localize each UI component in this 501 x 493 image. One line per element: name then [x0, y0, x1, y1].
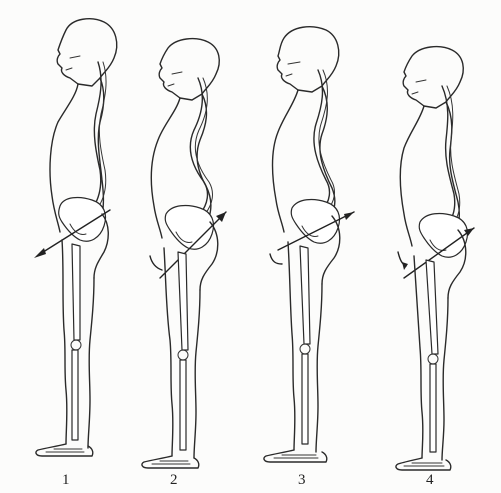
figure-3: 3 [264, 27, 354, 488]
leg-back [442, 298, 448, 460]
figure-label-4: 4 [426, 472, 434, 488]
leg-back [316, 284, 322, 452]
leg-front [414, 256, 423, 458]
head-outline [403, 47, 463, 108]
leg-front [62, 240, 67, 444]
figure-label-3: 3 [298, 472, 306, 488]
leg-back [88, 278, 94, 448]
head-outline [57, 19, 117, 86]
torso-back [197, 94, 211, 220]
figure-4: 4 [396, 47, 474, 488]
foot [264, 450, 327, 462]
head-outline [159, 39, 219, 100]
figure-1: 1 [34, 19, 117, 488]
leg-front [164, 248, 173, 456]
figure-label-2: 2 [170, 472, 178, 488]
spine [190, 78, 207, 214]
leg-front [288, 242, 295, 450]
head-outline [277, 27, 339, 92]
leg-back [194, 290, 200, 458]
figure-label-1: 1 [62, 472, 70, 488]
foot [36, 444, 93, 456]
figure-2: 2 [142, 39, 226, 488]
torso-back [320, 86, 335, 216]
foot [142, 456, 199, 468]
